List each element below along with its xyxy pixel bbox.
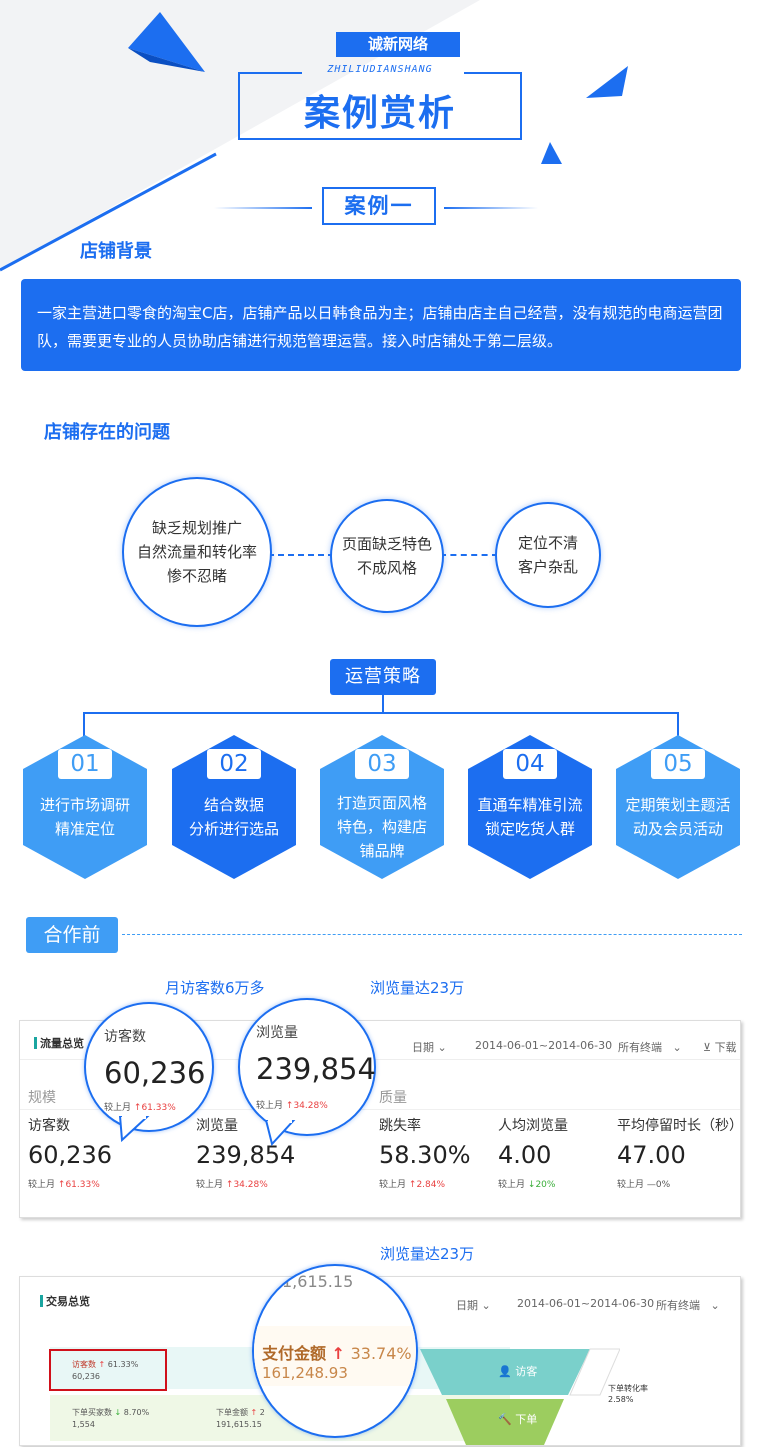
before-label: 合作前 bbox=[26, 917, 118, 953]
strategy-item: 02 结合数据分析进行选品 bbox=[170, 733, 298, 881]
order-amount-value: 191,615.15 bbox=[216, 1420, 262, 1429]
caption-visitors: 月访客数6万多 bbox=[165, 979, 265, 997]
strategy-item: 01 进行市场调研精准定位 bbox=[21, 733, 149, 881]
strategy-item: 05 定期策划主题活动及会员活动 bbox=[614, 733, 742, 881]
caption-views-2: 浏览量达23万 bbox=[380, 1245, 475, 1263]
zoom-bubble-payment: 1,615.15 支付金额 ↑ 33.74% 161,248.93 bbox=[252, 1264, 418, 1438]
metric-item: 浏览量 239,854 较上月 ↑34.28% bbox=[196, 1115, 295, 1190]
strategy-text: 定期策划主题活动及会员活动 bbox=[625, 796, 731, 838]
strategy-number: 05 bbox=[651, 749, 705, 779]
metric-label: 平均停留时长（秒） bbox=[617, 1118, 743, 1134]
connector-line bbox=[268, 554, 334, 556]
brand-name: 诚新网络 bbox=[336, 32, 460, 57]
divider bbox=[20, 1109, 740, 1110]
metric-trend: 较上月 ↑2.84% bbox=[379, 1180, 446, 1190]
strategy-item: 04 直通车精准引流锁定吃货人群 bbox=[466, 733, 594, 881]
metric-item: 跳失率 58.30% 较上月 ↑2.84% bbox=[379, 1115, 471, 1190]
page-title: 案例赏析 bbox=[303, 93, 456, 134]
traffic-panel-title: 流量总览 bbox=[40, 1037, 84, 1050]
strategy-number: 04 bbox=[503, 749, 557, 779]
connector-line bbox=[440, 554, 498, 556]
metric-value: 47.00 bbox=[617, 1141, 686, 1169]
strategy-text: 进行市场调研精准定位 bbox=[39, 796, 130, 838]
zoom-bubble-visitors: 访客数 60,236 较上月 ↑61.33% bbox=[84, 1002, 214, 1132]
strategy-text: 结合数据分析进行选品 bbox=[188, 796, 279, 838]
tree-line bbox=[382, 695, 384, 713]
date-range[interactable]: 2014-06-01~2014-06-30 bbox=[475, 1039, 613, 1052]
metric-item: 访客数 60,236 较上月 ↑61.33% bbox=[28, 1115, 112, 1190]
case-label: 案例一 bbox=[322, 187, 436, 225]
buyers-value: 1,554 bbox=[72, 1420, 95, 1429]
zoom-bubble-views: 浏览量 239,854 较上月 ↑34.28% bbox=[238, 998, 376, 1136]
terminal-select[interactable]: 所有终端 ⌄ bbox=[656, 1299, 720, 1312]
metric-label: 浏览量 bbox=[196, 1118, 238, 1134]
brand-subtitle: ZHILIUDIANSHANG bbox=[327, 64, 433, 75]
visitors-value: 60,236 bbox=[72, 1372, 100, 1381]
section-quality: 质量 bbox=[379, 1090, 407, 1106]
strategy-text: 打造页面风格特色，构建店铺品牌 bbox=[336, 794, 427, 860]
metric-value: 60,236 bbox=[28, 1141, 112, 1169]
strategy-heading: 运营策略 bbox=[330, 659, 436, 695]
strategy-text: 直通车精准引流锁定吃货人群 bbox=[477, 796, 583, 838]
metric-trend: 较上月 ↓20% bbox=[498, 1180, 556, 1190]
section-scale: 规模 bbox=[28, 1090, 56, 1106]
strategy-item: 03 打造页面风格特色，构建店铺品牌 bbox=[318, 733, 446, 881]
metric-trend: 较上月 ↑61.33% bbox=[28, 1180, 100, 1190]
tree-line bbox=[83, 712, 85, 736]
metric-trend: 较上月 ↑34.28% bbox=[196, 1180, 268, 1190]
conversion-funnel bbox=[420, 1348, 620, 1445]
strategy-number: 02 bbox=[207, 749, 261, 779]
problem-item: 定位不清客户杂乱 bbox=[495, 502, 601, 608]
tree-line bbox=[677, 712, 679, 736]
panel-marker bbox=[34, 1037, 37, 1049]
strategy-number: 03 bbox=[355, 749, 409, 779]
metric-item: 人均浏览量 4.00 较上月 ↓20% bbox=[498, 1115, 568, 1190]
conversion-value: 2.58% bbox=[608, 1395, 634, 1404]
trade-panel-title: 交易总览 bbox=[46, 1295, 90, 1308]
metric-label: 人均浏览量 bbox=[498, 1118, 568, 1134]
problem-item: 页面缺乏特色不成风格 bbox=[330, 499, 444, 613]
metric-trend: 较上月 —0% bbox=[617, 1180, 671, 1190]
strategy-number: 01 bbox=[58, 749, 112, 779]
date-select[interactable]: 日期 ⌄ bbox=[412, 1041, 447, 1054]
metric-value: 239,854 bbox=[196, 1141, 296, 1169]
visitors-metric: 访客数 ↑ 61.33% bbox=[72, 1360, 139, 1369]
problems-heading: 店铺存在的问题 bbox=[44, 422, 170, 443]
case-divider-right bbox=[444, 207, 538, 209]
paper-plane-decoration bbox=[0, 12, 628, 272]
conversion-label: 下单转化率 bbox=[608, 1384, 648, 1393]
background-text: 一家主营进口零食的淘宝C店，店铺产品以日韩食品为主；店铺由店主自己经营，没有规范… bbox=[21, 279, 741, 371]
metric-value: 58.30% bbox=[379, 1141, 471, 1169]
buyers-metric: 下单买家数 ↓ 8.70% bbox=[72, 1408, 150, 1417]
terminal-select[interactable]: 所有终端 ⌄ bbox=[618, 1041, 682, 1054]
download-button[interactable]: ⊻ 下载 bbox=[703, 1041, 737, 1054]
order-amount-metric: 下单金额 ↑ 2 bbox=[216, 1408, 265, 1417]
funnel-order: 🔨 下单 bbox=[498, 1413, 538, 1426]
metric-label: 跳失率 bbox=[379, 1118, 421, 1134]
visitors-highlight bbox=[49, 1349, 167, 1391]
title-frame bbox=[238, 72, 522, 140]
divider bbox=[20, 1059, 740, 1060]
caption-views: 浏览量达23万 bbox=[370, 979, 465, 997]
panel-marker bbox=[40, 1295, 43, 1307]
case-divider-left bbox=[214, 207, 312, 209]
date-range[interactable]: 2014-06-01~2014-06-30 bbox=[517, 1297, 655, 1310]
metric-label: 访客数 bbox=[28, 1118, 70, 1134]
tree-line bbox=[83, 712, 679, 714]
metric-value: 4.00 bbox=[498, 1141, 552, 1169]
funnel-visit: 👤 访客 bbox=[498, 1365, 538, 1378]
date-select[interactable]: 日期 ⌄ bbox=[456, 1299, 491, 1312]
problem-item: 缺乏规划推广自然流量和转化率惨不忍睹 bbox=[122, 477, 272, 627]
metric-item: 平均停留时长（秒） 47.00 较上月 —0% bbox=[617, 1115, 743, 1190]
before-divider bbox=[122, 934, 742, 935]
bubble-pointer bbox=[118, 1116, 150, 1142]
bubble-pointer bbox=[264, 1120, 296, 1146]
background-heading: 店铺背景 bbox=[80, 241, 152, 262]
